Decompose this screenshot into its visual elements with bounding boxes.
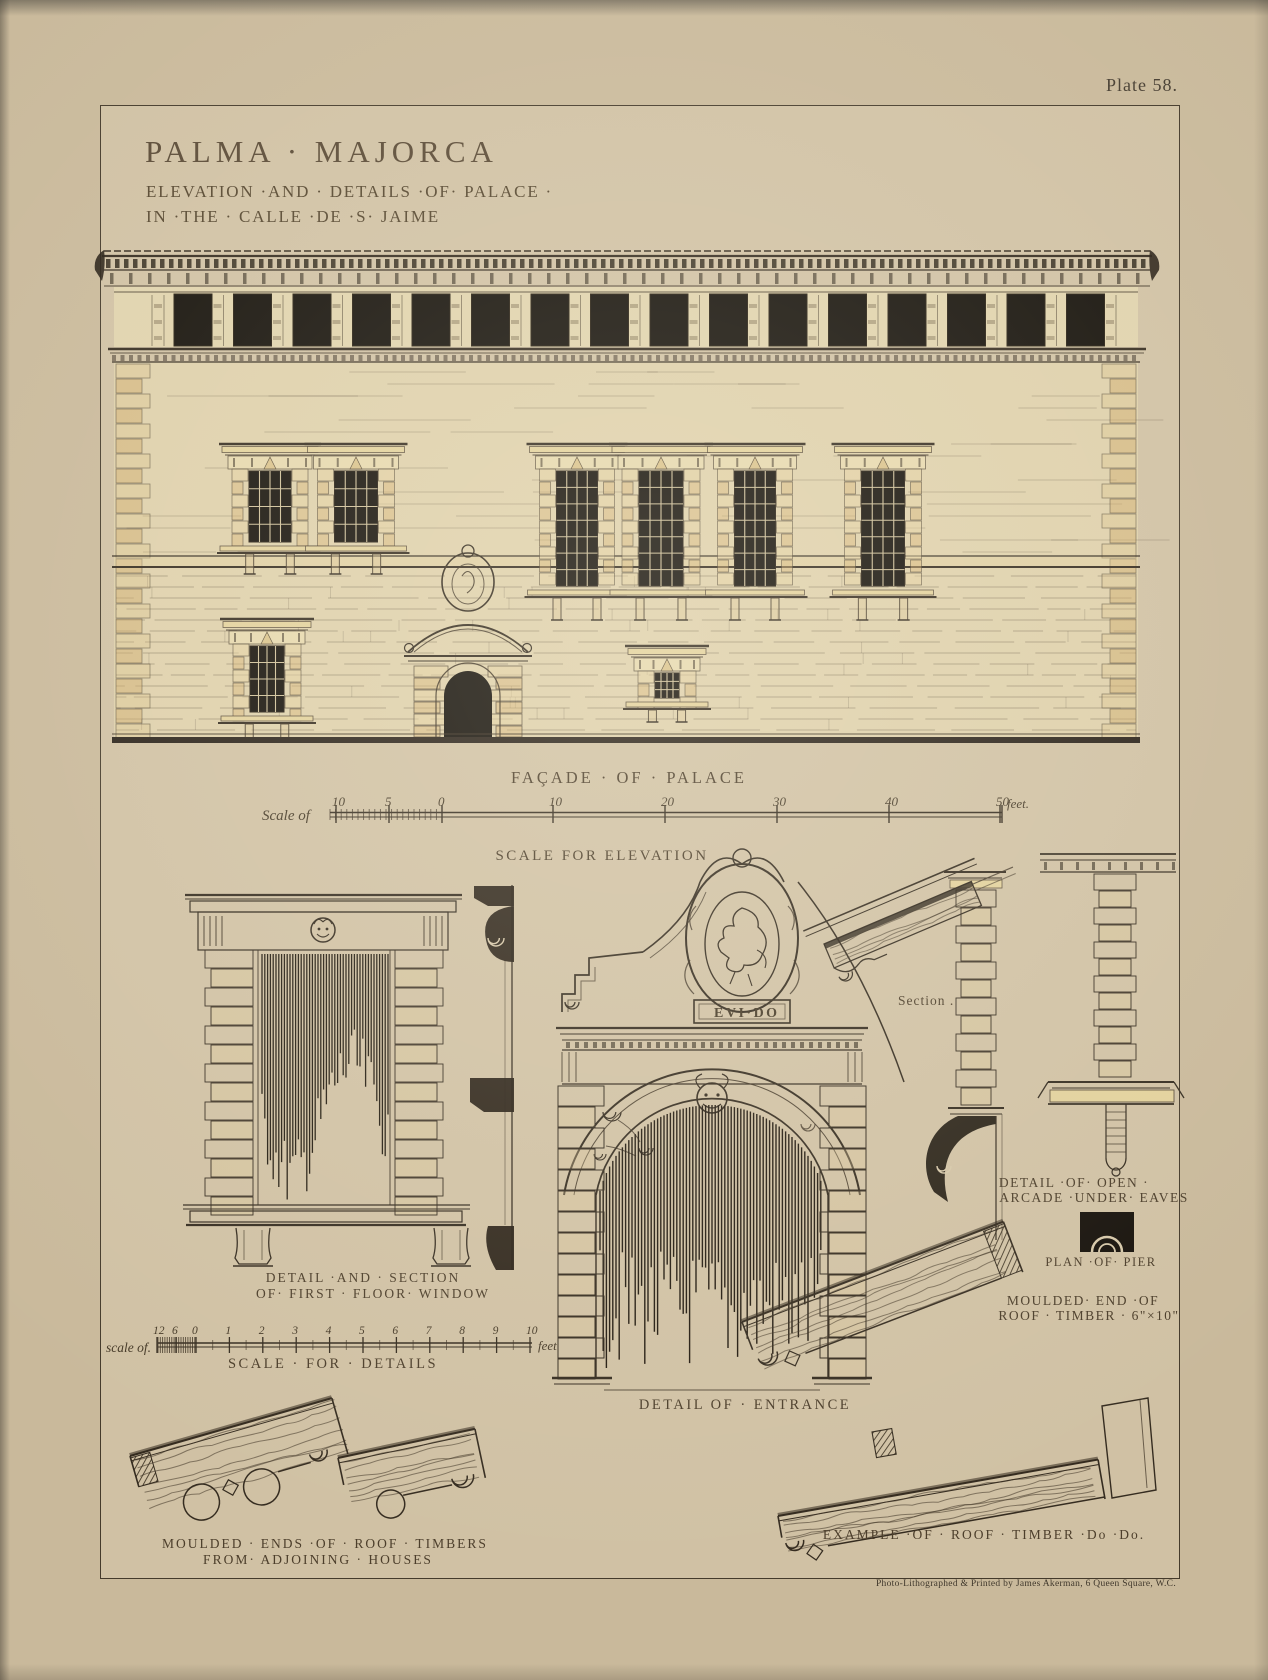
scale-text: 30 [772,794,787,809]
scale-text: 0 [192,1325,198,1337]
moulded-roof-timber [777,1456,1106,1561]
scale-text: 2 [259,1325,265,1337]
example-timber-caption: EXAMPLE ·OF · ROOF · TIMBER ·Do ·Do. [822,1527,1146,1542]
scale-text: 6 [172,1325,178,1337]
scale-text: 5 [359,1325,365,1337]
scale-text: 10 [549,794,563,809]
rafter-section [802,857,1016,982]
plate-number: Plate 58. [1106,75,1178,95]
facade-caption: FAÇADE · OF · PALACE [510,768,748,787]
page-subtitle-2: IN ·THE · CALLE ·DE ·S· JAIME [146,207,440,226]
arcade-detail-caption-2: ARCADE ·UNDER· EAVES [999,1190,1189,1205]
elevation-scale-caption: SCALE FOR ELEVATION [495,848,709,864]
scale-text: 1 [225,1325,231,1337]
scale-text: 6 [392,1325,398,1337]
scale-text: 20 [661,794,675,809]
page-title: PALMA · MAJORCA [145,134,498,169]
scale-text: Scale of [262,808,312,824]
moulded-end-caption-2: ROOF · TIMBER · 6"×10" [998,1308,1180,1323]
scale-text: 3 [291,1325,298,1337]
arcade-under-eaves-detail [926,853,1185,1253]
window-detail [183,885,514,1270]
scale-text: feet [538,1338,557,1353]
scale-text: 4 [326,1325,332,1337]
scale-text: 0 [438,794,445,809]
page-subtitle-1: ELEVATION ·AND · DETAILS ·OF· PALACE · [146,182,554,201]
moulded-roof-timber [337,1425,487,1519]
adjoining-timbers-caption-1: MOULDED · ENDS ·OF · ROOF · TIMBERS [162,1536,488,1551]
moulded-roof-timber [129,1395,349,1521]
scale-text: feet. [1007,796,1029,811]
scale-text: 10 [526,1325,538,1337]
roof-timbers [871,1397,1157,1499]
scale-text: scale of. [106,1340,151,1355]
moulded-roof-timber [740,1218,1024,1370]
printer-imprint: Photo-Lithographed & Printed by James Ak… [875,1579,1176,1589]
window-detail-caption-1: DETAIL ·AND · SECTION [265,1270,461,1285]
section-label: Section . [898,993,955,1008]
scale-text: 12 [153,1325,165,1337]
arcade-detail-caption-1: DETAIL ·OF· OPEN · [998,1175,1150,1190]
scale-text: 5 [385,794,392,809]
scale-text: EVI·DO [714,1006,780,1021]
entrance-detail-caption: DETAIL OF · ENTRANCE [638,1397,852,1413]
adjoining-timbers-caption-2: FROM· ADJOINING · HOUSES [203,1552,433,1567]
scale-text: 9 [493,1325,499,1337]
scale-text: 8 [459,1325,465,1337]
scale-text: 50 [996,794,1010,809]
facade-elevation [94,250,1170,743]
entrance-detail: EVI·DO [552,848,905,1391]
pier-plan-caption: PLAN ·OF· PIER [1045,1255,1157,1269]
details-scale-caption: SCALE · FOR · DETAILS [227,1356,439,1372]
scale-text: 40 [885,794,899,809]
scale-text: 7 [426,1325,433,1337]
scale-text: 10 [332,794,346,809]
plate-border [100,105,1180,1579]
moulded-end-caption-1: MOULDED· END ·OF [1006,1293,1160,1308]
window-detail-caption-2: OF· FIRST · FLOOR· WINDOW [255,1286,491,1301]
